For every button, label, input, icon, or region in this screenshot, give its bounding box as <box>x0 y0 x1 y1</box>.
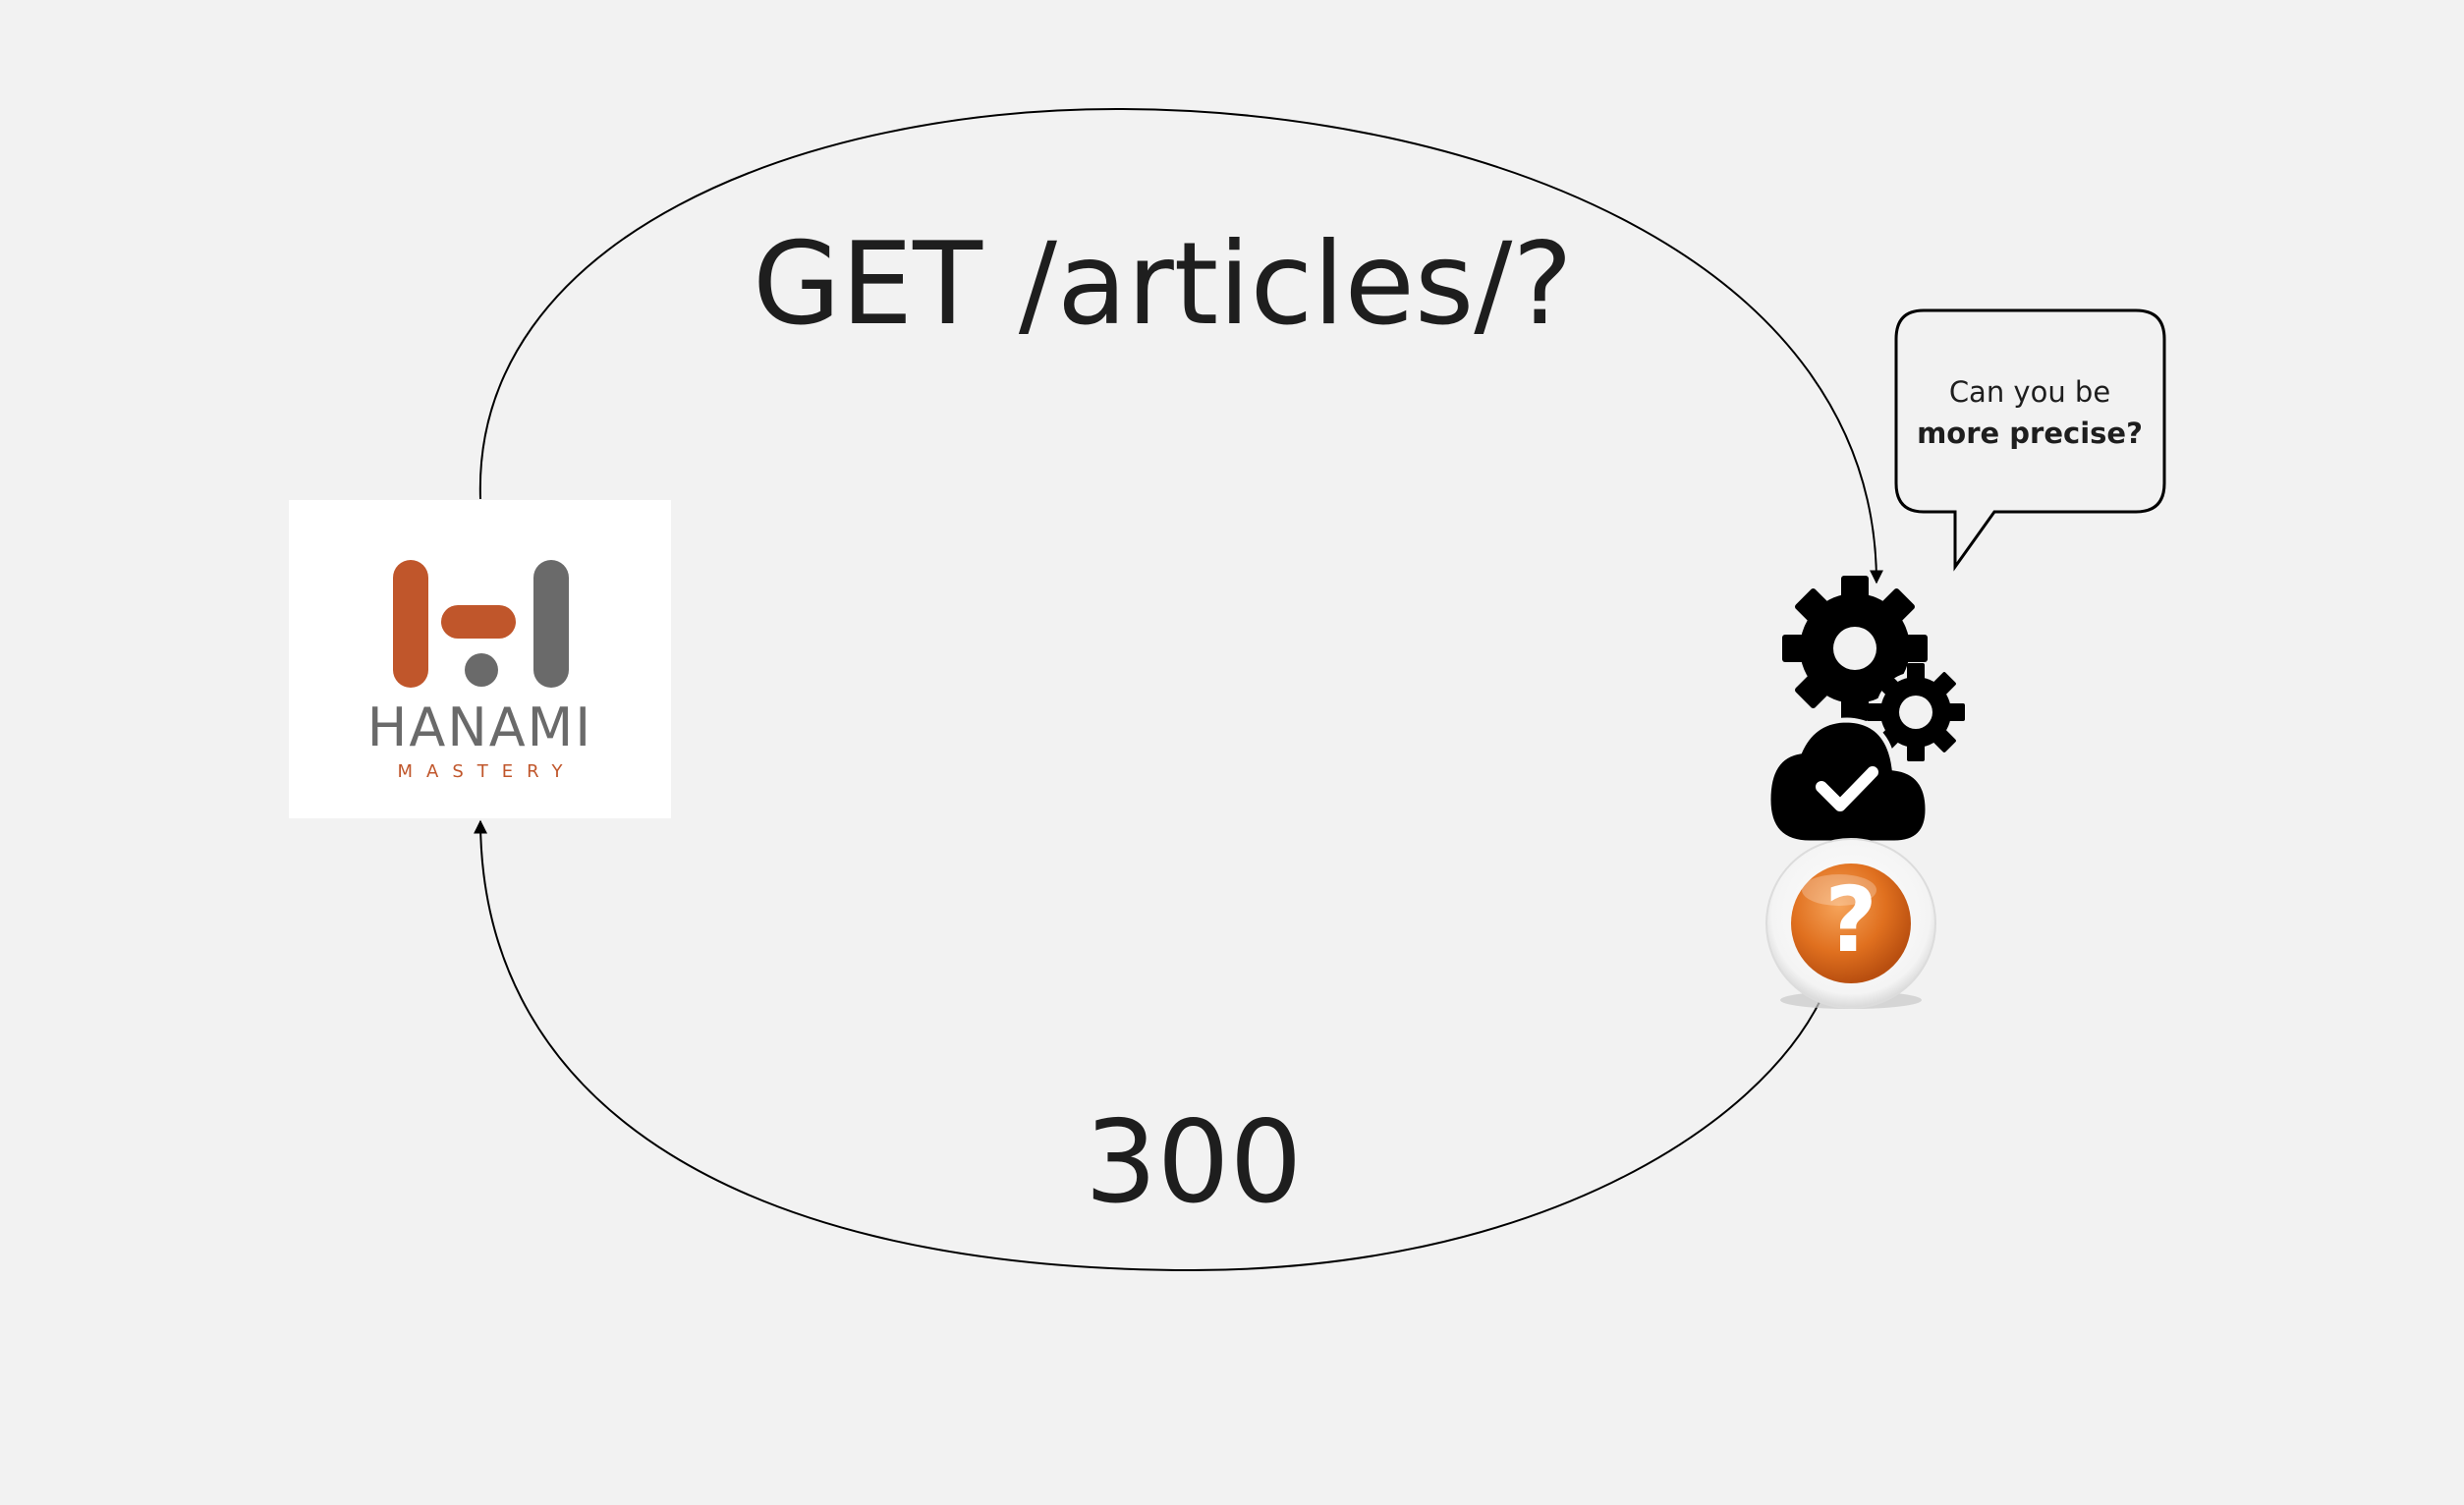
logo-mark-icon <box>393 560 569 688</box>
svg-text:?: ? <box>1824 867 1876 973</box>
response-status-label: 300 <box>1085 1096 1303 1229</box>
request-label: GET /articles/? <box>753 218 1573 351</box>
hanami-mastery-logo: HANAMI MASTERY <box>289 500 671 818</box>
logo-wordmark: HANAMI <box>366 697 593 758</box>
speech-bubble-text: Can you be more precise? <box>1896 371 2163 454</box>
cloud-check-icon <box>1765 717 1931 846</box>
speech-bubble <box>1894 308 2166 572</box>
speech-line-1: Can you be <box>1948 375 2111 409</box>
speech-line-2: more precise? <box>1917 417 2143 450</box>
response-arrow <box>474 819 1823 1272</box>
logo-tagline: MASTERY <box>397 761 577 782</box>
request-arrow <box>478 107 1883 585</box>
gear-small-icon <box>1867 663 1965 761</box>
question-mark-icon: ? <box>1765 838 1936 1009</box>
